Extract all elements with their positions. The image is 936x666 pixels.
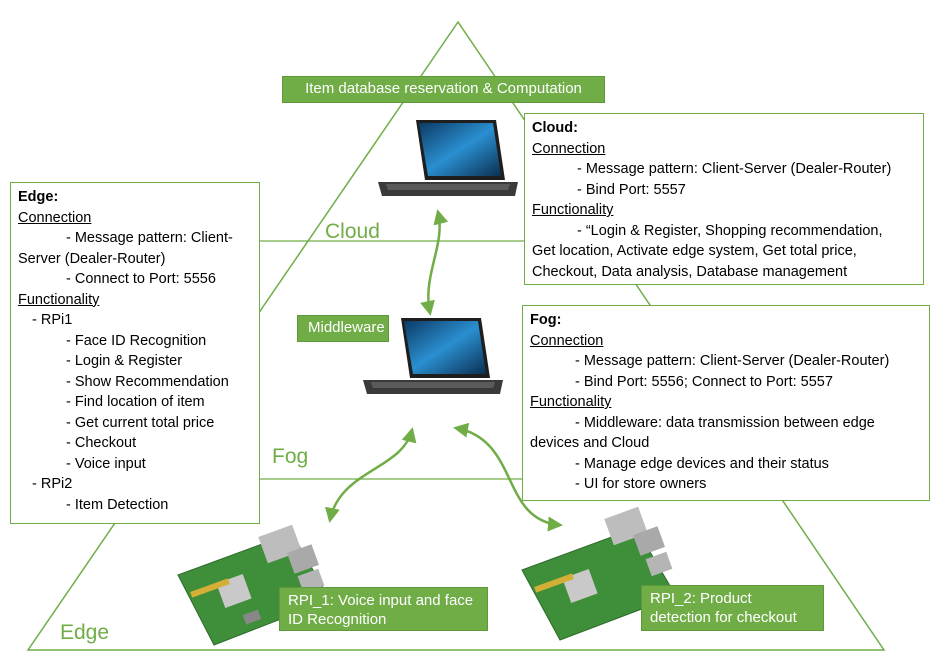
rpi1-label-line: RPI_1: Voice input and face [288, 592, 474, 609]
edge-rpi1-item: - Login & Register [66, 353, 183, 369]
rpi1-label: RPI_1: Voice input and face ID Recogniti… [279, 587, 488, 631]
edge-rpi1-item: - Checkout [66, 435, 137, 451]
edge-connection-heading: Connection [18, 209, 92, 226]
fog-connection-heading: Connection [530, 332, 604, 349]
fog-info-box: Fog: Connection - Message pattern: Clien… [522, 305, 930, 501]
fog-functionality-line: - Middleware: data transmission between … [575, 414, 875, 431]
rpi2-label-line: detection for checkout [650, 609, 797, 626]
fog-rpi1-arrow [325, 427, 417, 523]
fog-connection-line: - Message pattern: Client-Server (Dealer… [575, 353, 890, 369]
fog-title: Fog: [530, 312, 562, 328]
fog-rpi2-arrow [453, 422, 563, 532]
cloud-functionality-line: - “Login & Register, Shopping recommenda… [577, 222, 883, 239]
edge-rpi1-item: - Voice input [66, 455, 146, 472]
middleware-text: Middleware [308, 319, 385, 336]
edge-info-box: Edge: Connection - Message pattern: Clie… [10, 182, 260, 524]
cloud-info-box: Cloud: Connection - Message pattern: Cli… [524, 113, 924, 285]
fog-connection-line: - Bind Port: 5556; Connect to Port: 5557 [575, 373, 833, 390]
rpi2-label: RPI_2: Product detection for checkout [641, 585, 824, 631]
fog-functionality-line: - Manage edge devices and their status [575, 455, 829, 472]
top-title-text: Item database reservation & Computation [305, 80, 582, 97]
cloud-title: Cloud: [532, 120, 578, 136]
cloud-connection-heading: Connection [532, 140, 606, 157]
cloud-functionality-line: Get location, Activate edge system, Get … [532, 243, 857, 259]
cloud-layer-label: Cloud [325, 220, 380, 243]
edge-rpi1-label: - RPi1 [32, 312, 73, 328]
edge-connection-line: Server (Dealer-Router) [18, 250, 166, 267]
edge-rpi2-label: - RPi2 [32, 476, 73, 492]
rpi1-label-line: ID Recognition [288, 611, 387, 628]
cloud-fog-arrow [420, 209, 449, 316]
fog-functionality-line: - UI for store owners [575, 476, 707, 492]
edge-functionality-heading: Functionality [18, 291, 100, 308]
middleware-label: Middleware [297, 315, 389, 342]
rpi1-board-icon [177, 524, 331, 646]
rpi2-label-line: RPI_2: Product [650, 590, 752, 607]
cloud-functionality-heading: Functionality [532, 202, 614, 218]
edge-connection-line: - Message pattern: Client- [66, 230, 233, 246]
edge-rpi1-item: - Face ID Recognition [66, 332, 207, 349]
cloud-laptop-icon [378, 120, 518, 196]
edge-rpi1-item: - Show Recommendation [66, 373, 229, 390]
edge-rpi1-item: - Find location of item [66, 394, 205, 410]
cloud-connection-line: - Message pattern: Client-Server (Dealer… [577, 161, 892, 177]
fog-functionality-line: devices and Cloud [530, 435, 650, 451]
fog-layer-label: Fog [272, 445, 309, 468]
top-title-label: Item database reservation & Computation [282, 76, 605, 103]
edge-layer-label: Edge [60, 621, 110, 644]
edge-connection-line: - Connect to Port: 5556 [66, 271, 216, 287]
rpi2-board-icon [521, 506, 677, 641]
fog-functionality-heading: Functionality [530, 394, 612, 410]
edge-rpi1-item: - Get current total price [66, 414, 215, 431]
fog-laptop-icon [363, 318, 503, 394]
edge-rpi2-item: - Item Detection [66, 496, 169, 513]
cloud-connection-line: - Bind Port: 5557 [577, 181, 686, 198]
cloud-functionality-line: Checkout, Data analysis, Database manage… [532, 263, 848, 280]
edge-title: Edge: [18, 189, 59, 205]
